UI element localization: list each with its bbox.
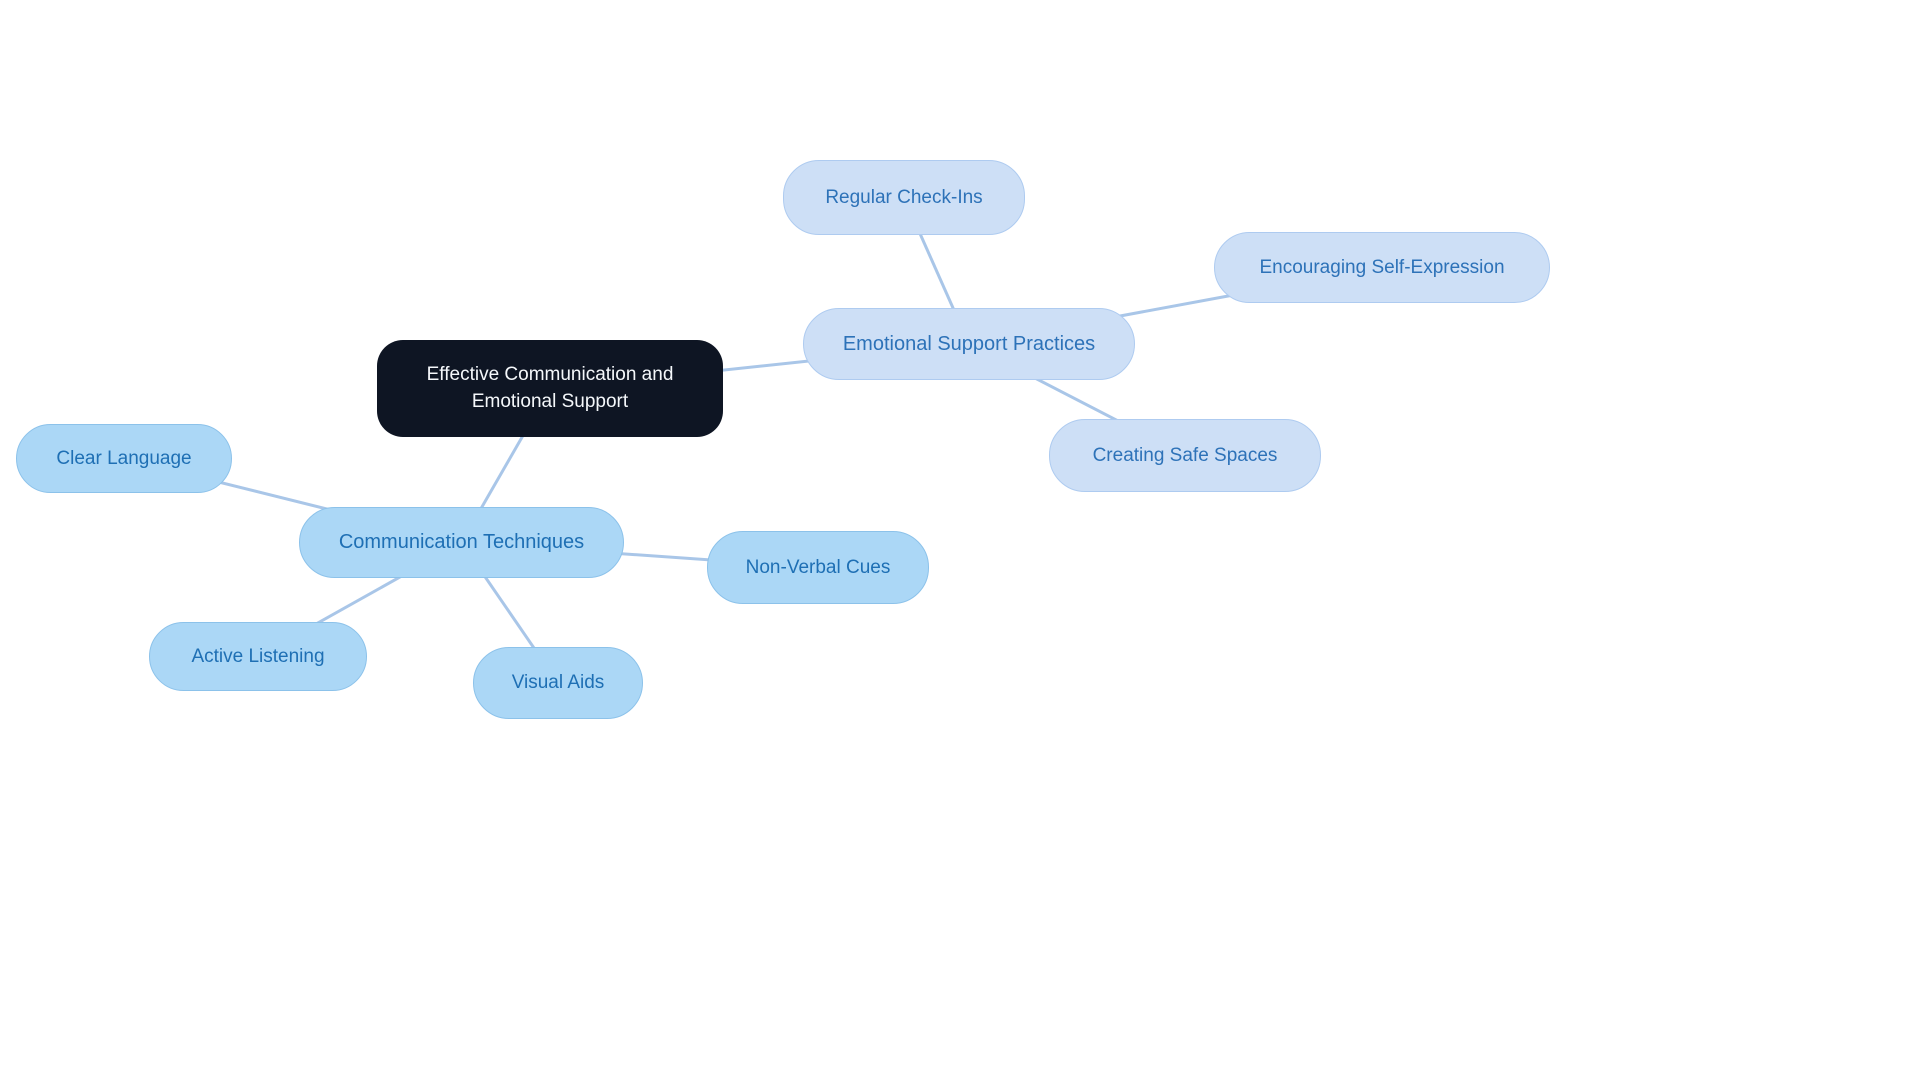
node-label-emotional-support-practices: Emotional Support Practices xyxy=(842,332,1096,355)
mindmap-node-root[interactable]: Effective Communication and Emotional Su… xyxy=(377,340,723,437)
node-label-root: Effective Communication and Emotional Su… xyxy=(426,363,674,412)
node-label-clear-language: Clear Language xyxy=(56,447,192,469)
node-label-communication-techniques: Communication Techniques xyxy=(338,531,585,553)
mindmap-node-visual-aids[interactable]: Visual Aids xyxy=(473,647,643,719)
mindmap-node-non-verbal-cues[interactable]: Non-Verbal Cues xyxy=(707,531,929,604)
node-label-active-listening: Active Listening xyxy=(191,645,325,667)
mindmap-node-communication-techniques[interactable]: Communication Techniques xyxy=(299,507,624,578)
mindmap-node-clear-language[interactable]: Clear Language xyxy=(16,424,232,493)
node-label-encouraging-self-expression: Encouraging Self-Expression xyxy=(1259,256,1505,278)
mindmap-node-active-listening[interactable]: Active Listening xyxy=(149,622,367,691)
mindmap-node-creating-safe-spaces[interactable]: Creating Safe Spaces xyxy=(1049,419,1321,492)
node-label-regular-check-ins: Regular Check-Ins xyxy=(825,186,983,208)
mindmap-node-regular-check-ins[interactable]: Regular Check-Ins xyxy=(783,160,1025,235)
mindmap-node-emotional-support-practices[interactable]: Emotional Support Practices xyxy=(803,308,1135,380)
mindmap-node-encouraging-self-expression[interactable]: Encouraging Self-Expression xyxy=(1214,232,1550,303)
node-label-visual-aids: Visual Aids xyxy=(511,672,605,693)
node-label-creating-safe-spaces: Creating Safe Spaces xyxy=(1092,444,1278,466)
node-label-non-verbal-cues: Non-Verbal Cues xyxy=(745,556,891,578)
